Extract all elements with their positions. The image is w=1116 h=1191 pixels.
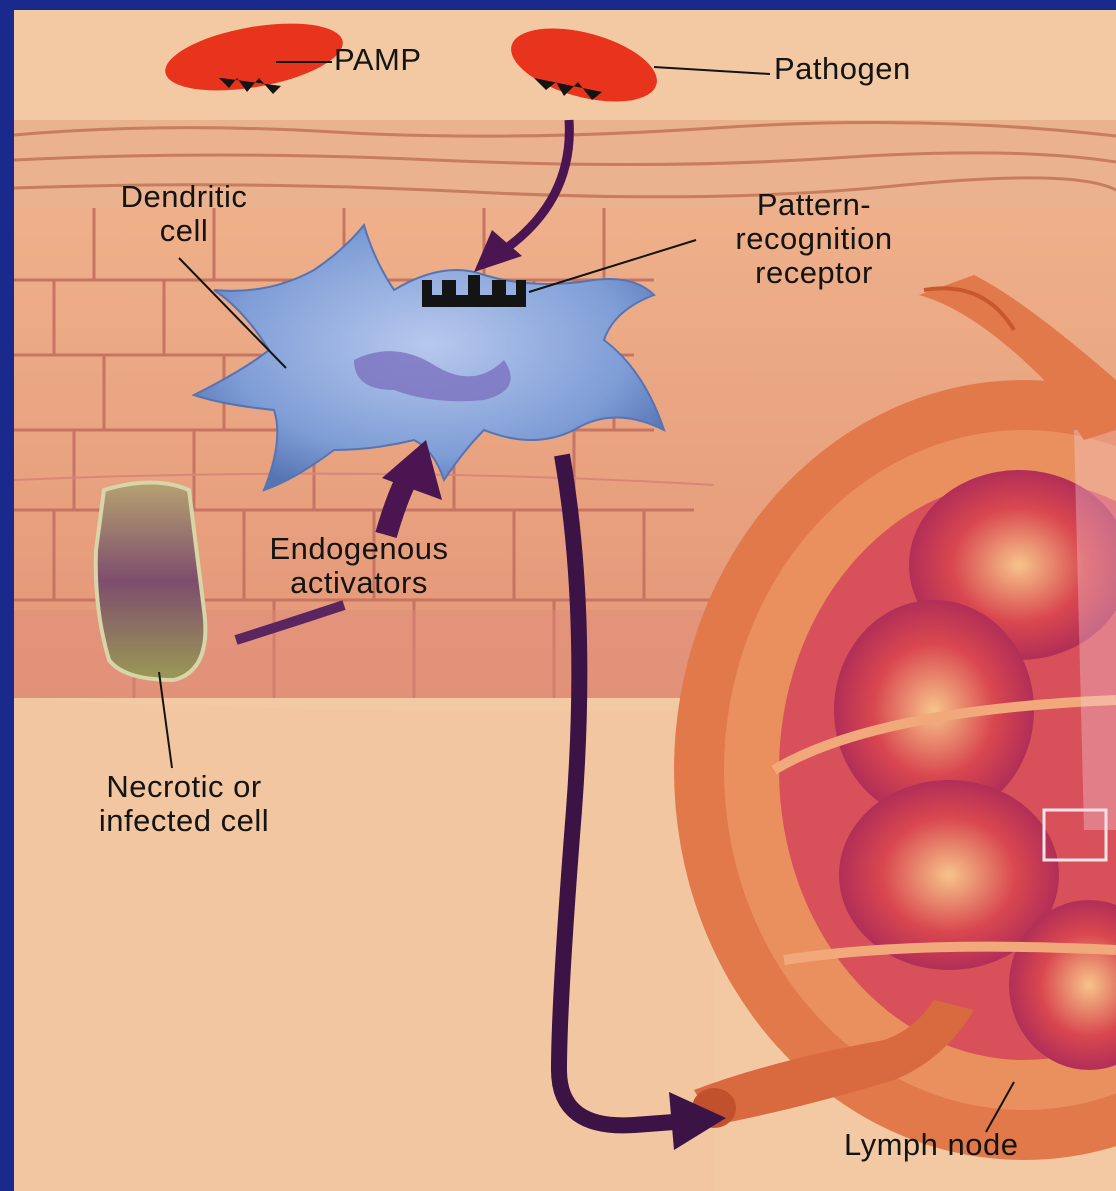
label-endogenous-line1: Endogenous — [224, 532, 494, 566]
label-necrotic-cell: Necrotic or infected cell — [54, 770, 314, 838]
label-lymph-node: Lymph node — [844, 1128, 1018, 1162]
label-endogenous-activators: Endogenous activators — [224, 532, 494, 600]
label-necrotic-line2: infected cell — [54, 804, 314, 838]
label-pathogen: Pathogen — [774, 52, 911, 86]
label-dendritic-cell-line1: Dendritic — [84, 180, 284, 214]
pamp-pathogen — [160, 12, 348, 102]
label-pattern-recognition-receptor: Pattern- recognition receptor — [694, 188, 934, 290]
label-endogenous-line2: activators — [224, 566, 494, 600]
label-necrotic-line1: Necrotic or — [54, 770, 314, 804]
label-prr-line2: recognition — [694, 222, 934, 256]
label-dendritic-cell-line2: cell — [84, 214, 284, 248]
diagram-canvas: PAMP Pathogen Dendritic cell Pattern- re… — [14, 10, 1116, 1191]
label-dendritic-cell: Dendritic cell — [84, 180, 284, 248]
label-pamp: PAMP — [334, 43, 422, 77]
label-prr-line3: receptor — [694, 256, 934, 290]
necrotic-cell — [96, 483, 206, 681]
label-prr-line1: Pattern- — [694, 188, 934, 222]
pathogen-cell — [503, 15, 664, 116]
